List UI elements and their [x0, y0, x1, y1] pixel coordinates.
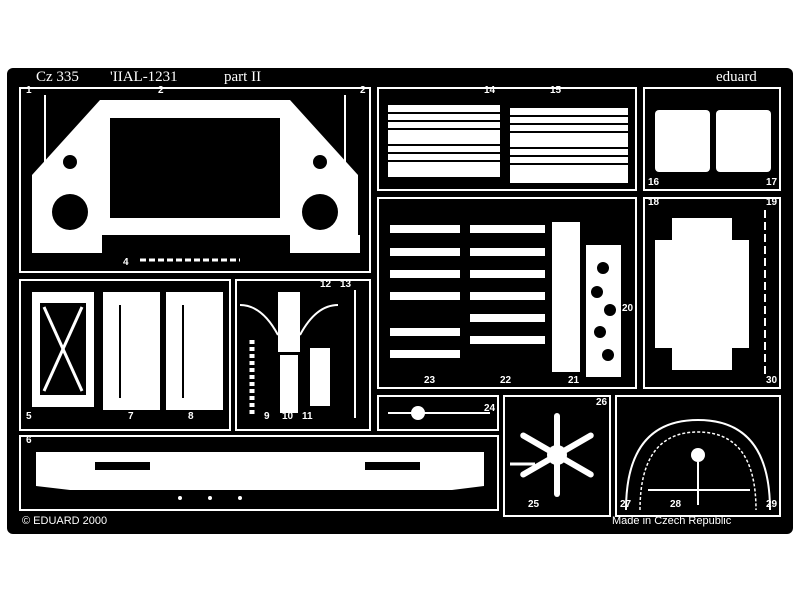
part-number-label: 12 — [320, 279, 332, 290]
part-number-label: 4 — [123, 257, 129, 268]
part-number-label: 15 — [550, 85, 562, 96]
part-24-disc — [411, 406, 425, 420]
brand-name: eduard — [716, 69, 757, 85]
part-18-box — [672, 218, 732, 370]
part-18-flap-left — [655, 240, 672, 348]
part-14-grille — [388, 105, 500, 177]
part-number-label: 13 — [340, 279, 352, 290]
part-number-label: 1 — [26, 85, 32, 96]
part-number-label: 7 — [128, 411, 134, 422]
part-12-arm-right — [299, 304, 339, 336]
part-8-plate — [166, 292, 223, 410]
part-hull-tab-left — [32, 235, 102, 253]
part-6-plate — [36, 452, 484, 490]
part-27-arch — [625, 418, 771, 511]
part-number-label: 29 — [766, 499, 778, 510]
fret-part-label: part II — [224, 69, 262, 85]
part-27-arch-inner — [639, 431, 757, 511]
part-12-arm-left — [239, 304, 279, 336]
part-number-label: 25 — [528, 499, 540, 510]
part-17-mesh — [716, 110, 771, 172]
part-number-label: 14 — [484, 85, 496, 96]
part-25-star — [520, 413, 594, 497]
part-number-label: 10 — [282, 411, 294, 422]
part-number-label: 9 — [264, 411, 270, 422]
part-22-rows — [390, 225, 460, 358]
part-hull-hole-right — [302, 194, 338, 230]
part-18-flap-right — [732, 240, 749, 348]
part-16-mesh — [655, 110, 710, 172]
part-5-cross-b — [42, 306, 84, 392]
part-number-label: 27 — [620, 499, 632, 510]
origin: Made in Czech Republic — [612, 515, 732, 527]
part-number-label: 2 — [158, 85, 164, 96]
part-28-hub — [691, 448, 705, 462]
part-number-label: 8 — [188, 411, 194, 422]
part-6-slot-left — [95, 462, 150, 470]
part-23-rows — [470, 225, 545, 344]
part-number-label: 24 — [484, 403, 496, 414]
part-number-label: 22 — [500, 375, 512, 386]
part-number-label: 6 — [26, 435, 32, 446]
part-number-label: 23 — [424, 375, 436, 386]
copyright: © EDUARD 2000 — [22, 515, 108, 527]
part-number-label: 18 — [648, 197, 660, 208]
part-15-grille — [510, 108, 628, 183]
part-10-strip — [280, 355, 298, 413]
part-21-strip — [552, 222, 580, 372]
part-number-label: 5 — [26, 411, 32, 422]
part-12-bracket — [278, 292, 300, 352]
part-number-label: 30 — [766, 375, 778, 386]
part-number-label: 21 — [568, 375, 580, 386]
part-7-plate — [103, 292, 160, 410]
part-hull-hole-small-right — [313, 155, 327, 169]
part-number-label: 20 — [622, 303, 634, 314]
part-number-label: 17 — [766, 177, 778, 188]
part-number-label: 2 — [360, 85, 366, 96]
grille-bars — [388, 112, 628, 165]
part-number-label: 16 — [648, 177, 660, 188]
part-hull-tab-right — [290, 235, 360, 253]
part-number-label: 19 — [766, 197, 778, 208]
part-hull-window — [110, 118, 280, 218]
part-6-dots — [178, 496, 242, 500]
part-number-label: 11 — [302, 411, 313, 422]
part-11-plate — [310, 348, 330, 406]
part-20-holes — [591, 262, 616, 361]
fret-title: 'IIAL-1231 — [110, 69, 178, 85]
part-number-label: 26 — [596, 397, 608, 408]
part-number-label: 28 — [670, 499, 682, 510]
part-6-slot-right — [365, 462, 420, 470]
fret-code: Cz 335 — [36, 69, 79, 85]
part-hull-hole-left — [52, 194, 88, 230]
panel-brackets — [235, 279, 371, 431]
part-hull-hole-small-left — [63, 155, 77, 169]
